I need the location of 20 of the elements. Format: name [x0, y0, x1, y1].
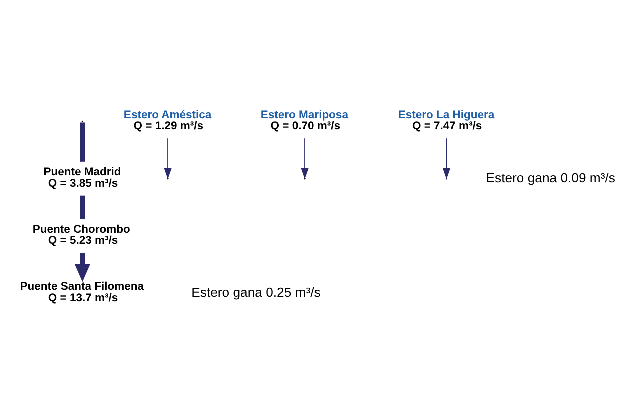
arrow	[442, 138, 451, 180]
arrow	[164, 138, 172, 180]
node-label: Q = 1.29 m³/s	[134, 120, 204, 133]
arrow	[301, 138, 309, 180]
node-label: Q = 3.85 m³/s	[48, 178, 118, 190]
node-text: Puente Chorombo	[32, 224, 130, 236]
node-text: Estero Améstica	[124, 109, 212, 122]
label: Estero gana 0.09 m³/s	[486, 170, 616, 186]
node-label: Q = 7.47 m³/s	[412, 120, 482, 133]
connector	[80, 196, 85, 220]
node-text: Estero La Higuera	[398, 109, 495, 122]
node-label: Q = 13.7 m³/s	[48, 292, 118, 304]
node-text: Estero Mariposa	[260, 109, 348, 122]
connector	[80, 122, 85, 162]
node-text: Puente Santa Filomena	[20, 281, 144, 294]
arrow	[74, 253, 90, 282]
node-text: Puente Madrid	[44, 166, 122, 179]
node-label: Q = 5.23 m³/s	[48, 235, 118, 248]
label: Estero gana 0.25 m³/s	[192, 284, 321, 300]
node-label: Q = 0.70 m³/s	[270, 120, 341, 133]
